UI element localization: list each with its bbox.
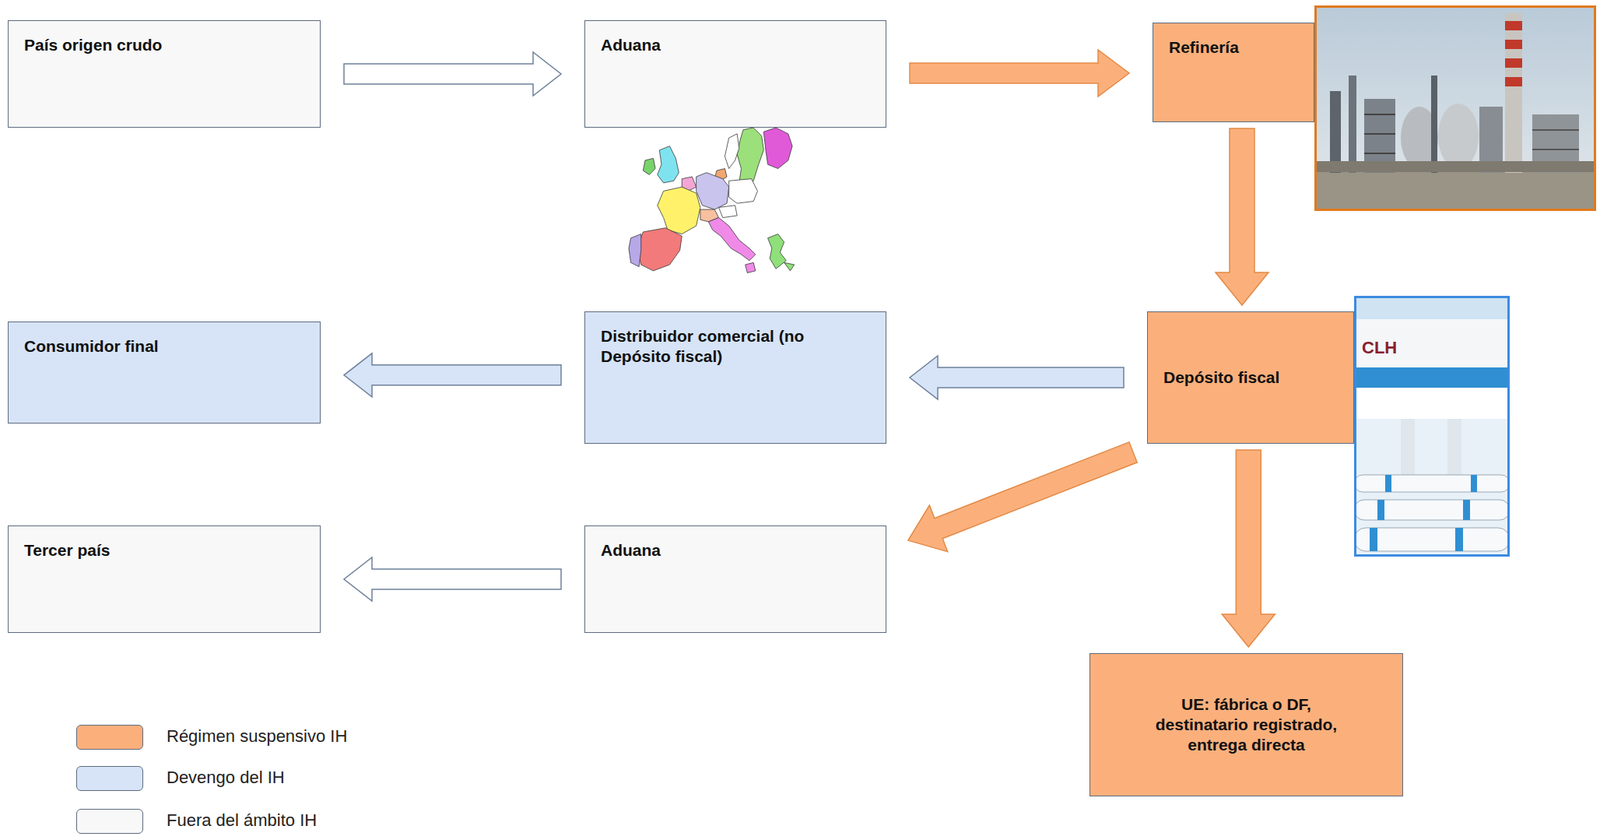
node-label: Refinería	[1168, 37, 1299, 58]
customs-box: Aduana	[584, 525, 887, 633]
fiscal-depot-box: Depósito fiscal	[1147, 311, 1355, 444]
node-label: Tercer país	[24, 540, 305, 561]
node-label: Aduana	[600, 540, 871, 561]
block-arrow	[343, 557, 562, 601]
photo-logo-text: CLH	[1361, 337, 1397, 358]
block-arrow	[1215, 128, 1269, 306]
node-label: UE: fábrica o DF, destinatario registrad…	[1140, 694, 1353, 756]
block-arrow	[1221, 449, 1275, 647]
node-label: Aduana	[600, 35, 871, 56]
customs-box: Aduana	[584, 20, 887, 128]
block-arrow	[343, 52, 562, 96]
node-label: Depósito fiscal	[1163, 367, 1338, 388]
block-arrow	[908, 442, 1137, 552]
distributor-box: Distribuidor comercial (no Depósito fisc…	[584, 311, 887, 444]
eu-destination-box: UE: fábrica o DF, destinatario registrad…	[1089, 652, 1404, 797]
consumer-box: Consumidor final	[7, 321, 321, 424]
legend-label: Devengo del IH	[166, 767, 285, 788]
legend-swatch	[76, 765, 144, 791]
depot-photo	[1354, 295, 1510, 557]
block-arrow	[909, 49, 1130, 97]
europe-map	[622, 127, 802, 281]
third-country-box: Tercer país	[7, 525, 321, 633]
legend-label: Fuera del ámbito IH	[166, 810, 317, 831]
block-arrow	[343, 353, 562, 397]
legend-label: Régimen suspensivo IH	[166, 726, 348, 747]
node-label: País origen crudo	[24, 35, 305, 56]
origin-box: País origen crudo	[7, 20, 321, 128]
node-label: Distribuidor comercial (no Depósito fisc…	[600, 326, 871, 368]
refinery-box: Refinería	[1152, 22, 1315, 123]
block-arrow	[909, 355, 1124, 400]
refinery-photo	[1314, 5, 1597, 211]
legend-swatch	[76, 808, 144, 834]
node-label: Consumidor final	[24, 336, 305, 357]
legend-swatch	[76, 724, 144, 750]
